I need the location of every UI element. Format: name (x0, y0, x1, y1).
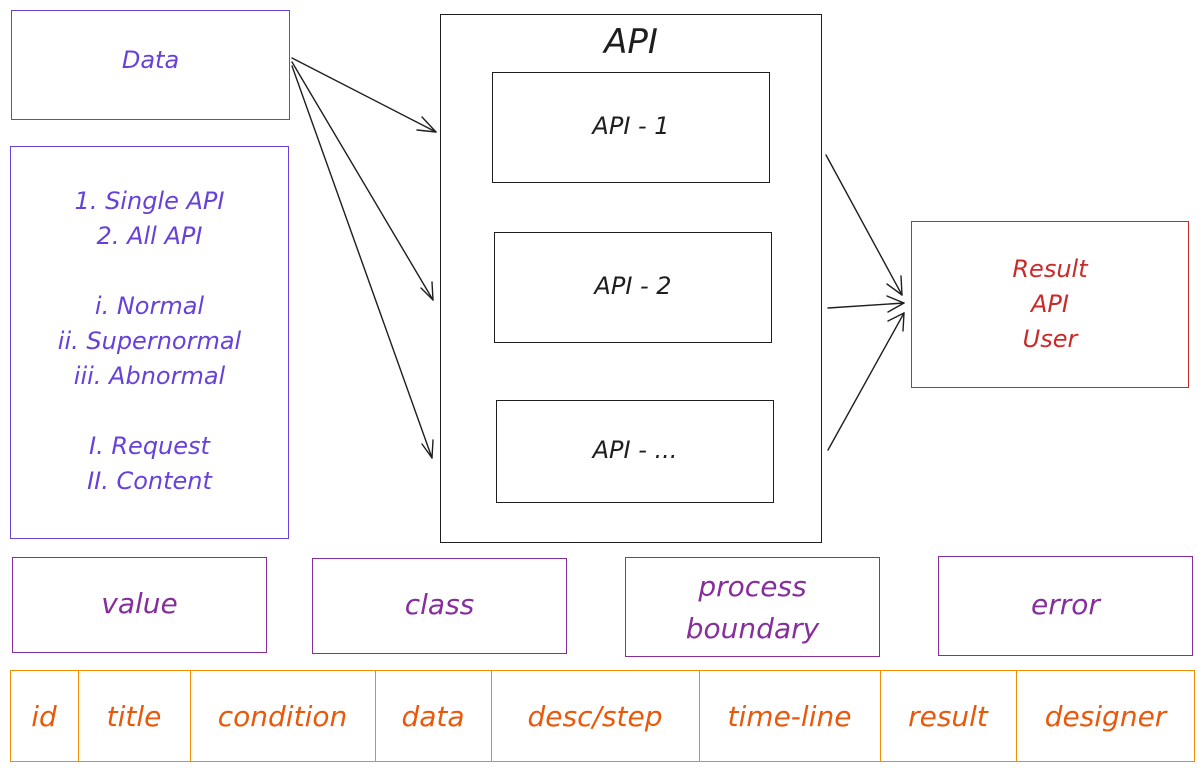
field-divider (78, 670, 79, 762)
field-label-data: data (401, 699, 465, 733)
data-box-label: Data (121, 46, 180, 74)
data-box (11, 10, 290, 120)
class-line: iii. Abnormal (73, 362, 226, 390)
field-divider (880, 670, 881, 762)
result-line: Result (1012, 255, 1088, 283)
api-item-label: API - 2 (594, 272, 672, 300)
concept-label-process-boundary: process boundary (625, 566, 880, 650)
result-line: API (1031, 290, 1069, 318)
class-line: 2. All API (96, 222, 203, 250)
classes-box (10, 146, 289, 539)
field-row (10, 670, 1195, 762)
class-line: i. Normal (94, 292, 205, 320)
classes-list: 1. Single API 2. All API i. Normal ii. S… (10, 184, 289, 499)
concept-line: process (698, 570, 807, 603)
arrow-data-to-api-1 (291, 57, 437, 133)
concept-label-error: error (1031, 588, 1100, 621)
field-label-condition: condition (217, 699, 348, 733)
concept-box-value (12, 557, 267, 653)
concept-box-class (312, 558, 567, 654)
class-line: 1. Single API (74, 187, 225, 215)
arrow-api-2-to-result (827, 295, 905, 313)
concept-box-error (938, 556, 1193, 656)
api-item-box (492, 72, 770, 183)
field-label-result: result (908, 699, 988, 733)
api-item-box (496, 400, 774, 503)
api-item-box (494, 232, 772, 343)
arrow-data-to-api-2 (291, 61, 434, 301)
result-lines: Result API User (911, 252, 1189, 357)
api-item-label: API - 1 (592, 112, 670, 140)
class-line: I. Request (89, 432, 210, 460)
field-divider (190, 670, 191, 762)
class-line (10, 254, 289, 289)
concept-line: boundary (685, 612, 820, 645)
result-line: User (1022, 325, 1078, 353)
field-label-desc-step: desc/step (527, 699, 663, 733)
field-label-id: id (31, 699, 57, 733)
api-item-label: API - ... (592, 436, 678, 464)
result-box (911, 221, 1189, 388)
arrow-data-to-api-3 (291, 65, 434, 459)
field-label-title: title (106, 699, 162, 733)
arrow-api-3-to-result (827, 312, 905, 451)
concept-label-class: class (404, 588, 475, 621)
field-divider (699, 670, 700, 762)
api-container-title: API (604, 22, 658, 62)
api-container (440, 14, 822, 543)
concept-box-process-boundary (625, 557, 880, 657)
field-label-time-line: time-line (727, 699, 852, 733)
arrow-api-1-to-result (825, 154, 903, 296)
field-divider (375, 670, 376, 762)
field-divider (491, 670, 492, 762)
class-line: ii. Supernormal (57, 327, 242, 355)
concept-label-value: value (101, 587, 178, 620)
class-line: II. Content (87, 467, 212, 495)
class-line (10, 394, 289, 429)
field-divider (1016, 670, 1017, 762)
field-label-designer: designer (1044, 699, 1167, 733)
